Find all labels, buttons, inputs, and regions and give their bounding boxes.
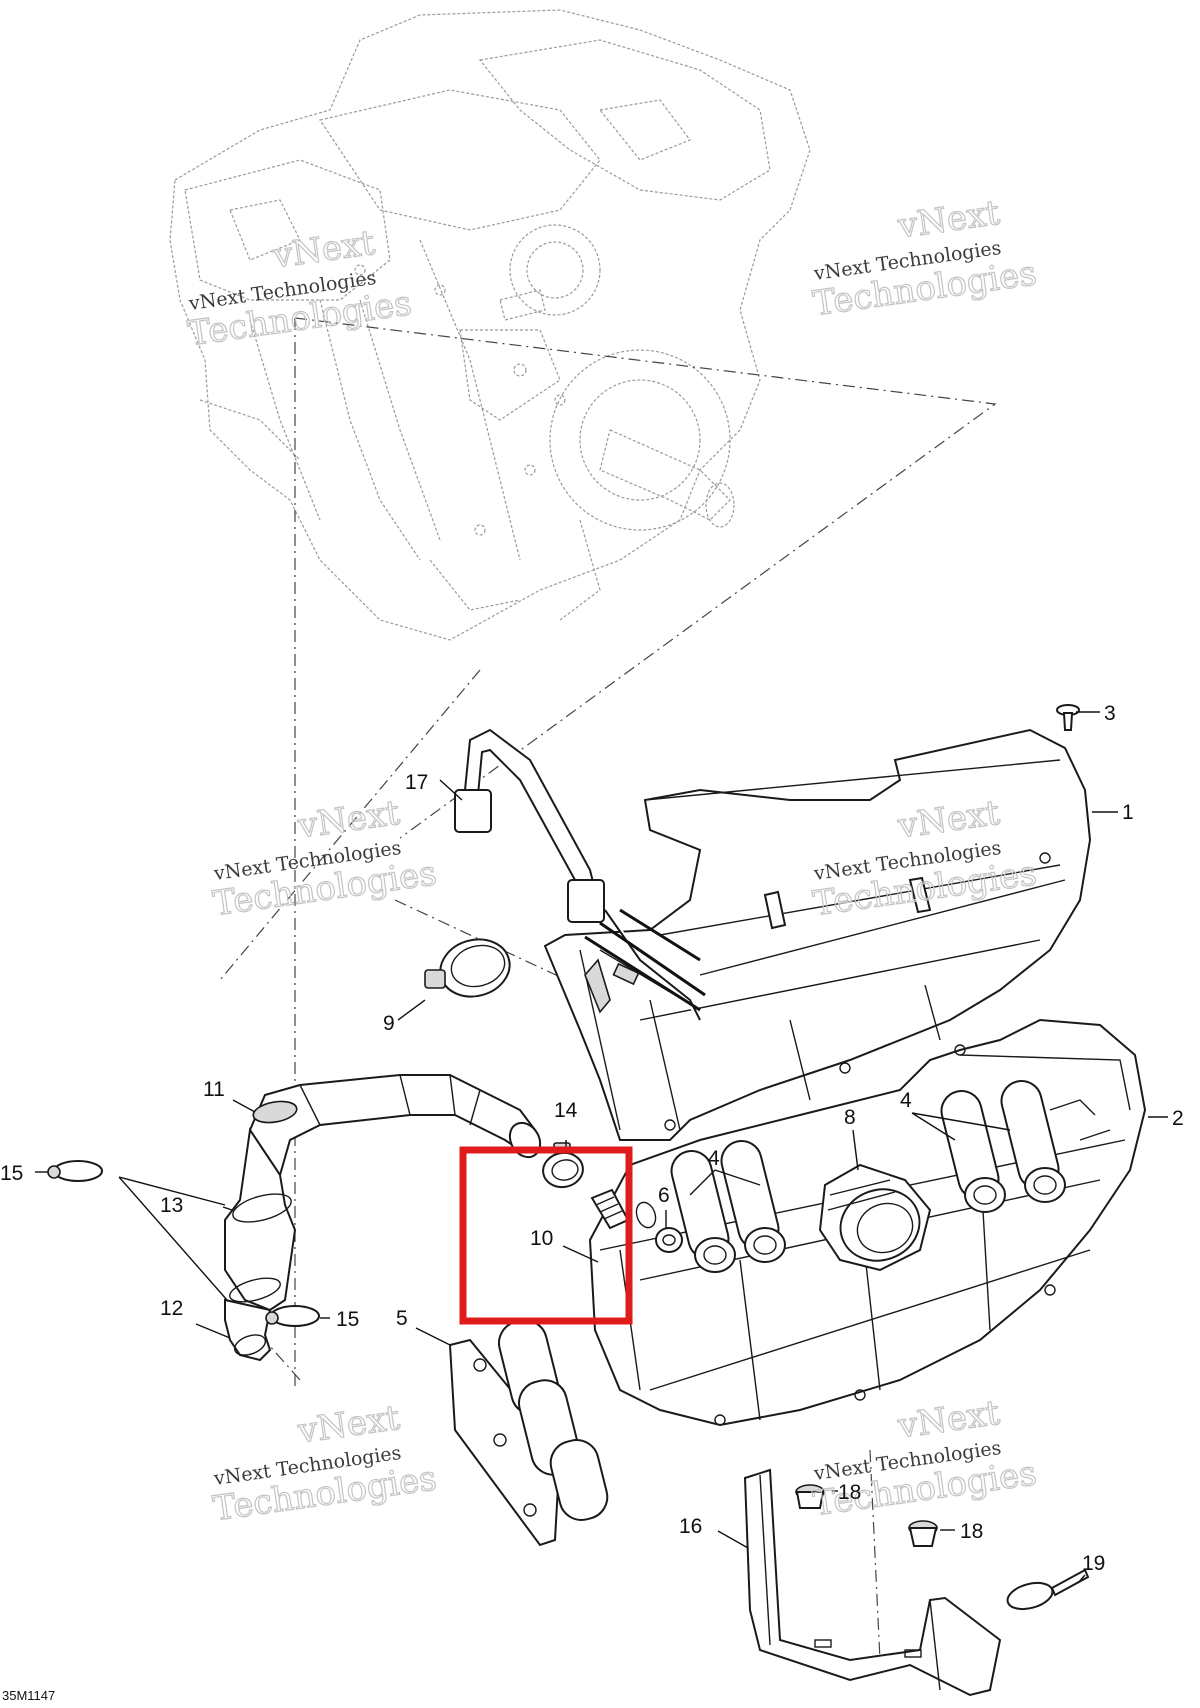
leader-lines <box>35 711 1168 1584</box>
rubber-foot-18-b <box>908 1520 938 1547</box>
filter-assembly-5 <box>448 1319 609 1547</box>
callout-3: 3 <box>1104 702 1116 725</box>
callout-15-left: 15 <box>0 1162 23 1185</box>
rubber-foot-18-a <box>795 1484 825 1509</box>
callout-9: 9 <box>383 1012 395 1035</box>
grommet-6 <box>655 1227 683 1253</box>
clamp-15-left <box>47 1160 103 1182</box>
callout-2: 2 <box>1172 1107 1184 1130</box>
callout-8: 8 <box>844 1106 856 1129</box>
callout-1: 1 <box>1122 801 1134 824</box>
strap-17 <box>454 728 605 923</box>
callout-4-left: 4 <box>708 1147 720 1170</box>
clamp-9 <box>424 938 511 998</box>
watermark-1: vNext vNext Technologies Technologies <box>185 222 415 355</box>
callout-15-right: 15 <box>336 1308 359 1331</box>
highlight-box <box>459 1146 633 1325</box>
callout-18-b: 18 <box>960 1520 983 1543</box>
diagram-code: 35M1147 <box>2 1688 55 1703</box>
screw-3 <box>1056 704 1080 731</box>
bracket-16 <box>743 1468 1002 1697</box>
coupler-8 <box>818 1163 932 1272</box>
elbow-12 <box>224 1298 272 1362</box>
engine-ghost <box>169 9 811 641</box>
watermark-5: vNext vNext Technologies Technologies <box>210 1397 440 1530</box>
clamp-15-right <box>265 1305 320 1327</box>
callout-4-right: 4 <box>900 1089 912 1112</box>
callout-6: 6 <box>658 1184 670 1207</box>
callout-12: 12 <box>160 1297 183 1320</box>
callout-13: 13 <box>160 1194 183 1217</box>
callout-numbers: 1 2 3 4 4 5 6 8 9 10 11 12 13 14 15 15 1… <box>0 702 1184 1575</box>
callout-16: 16 <box>679 1515 702 1538</box>
callout-5: 5 <box>396 1307 408 1330</box>
callout-11: 11 <box>203 1078 225 1101</box>
callout-18-a: 18 <box>838 1481 861 1504</box>
air-box-cover <box>543 728 1092 1141</box>
cable-tie-19 <box>1006 1568 1090 1611</box>
callout-19: 19 <box>1082 1552 1105 1575</box>
callout-17: 17 <box>405 771 428 794</box>
callout-10: 10 <box>530 1227 553 1250</box>
watermark-2: vNext vNext Technologies Technologies <box>810 192 1040 325</box>
watermark-3: vNext vNext Technologies Technologies <box>210 792 440 925</box>
callout-14: 14 <box>554 1099 578 1122</box>
